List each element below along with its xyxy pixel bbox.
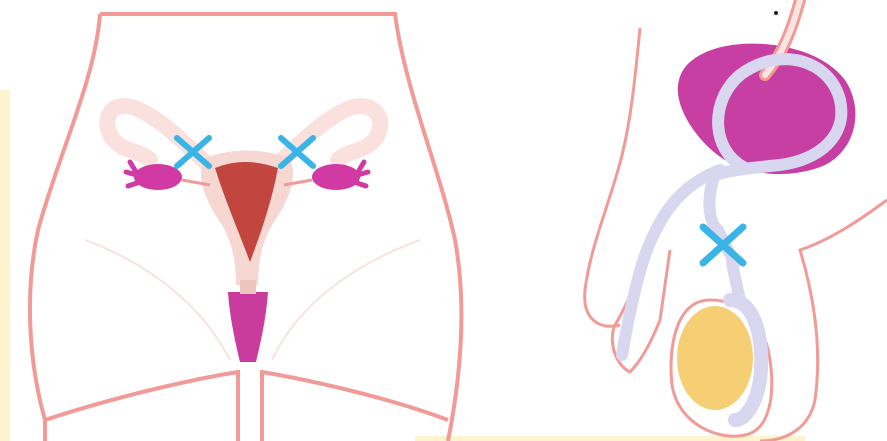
male-thigh-outline: [760, 200, 887, 441]
female-anatomy-diagram: [0, 0, 470, 441]
female-thigh-line-right: [272, 240, 420, 360]
male-anatomy-diagram: [560, 0, 887, 441]
left-ovary: [126, 162, 182, 190]
right-ovary: [312, 162, 368, 190]
female-thigh-line-left: [85, 240, 230, 360]
testis: [677, 306, 753, 410]
cervix: [240, 280, 256, 294]
vagina: [228, 292, 268, 362]
marker-dot: [774, 11, 778, 15]
male-anatomy-panel: [560, 0, 887, 441]
female-anatomy-panel: [0, 0, 470, 441]
